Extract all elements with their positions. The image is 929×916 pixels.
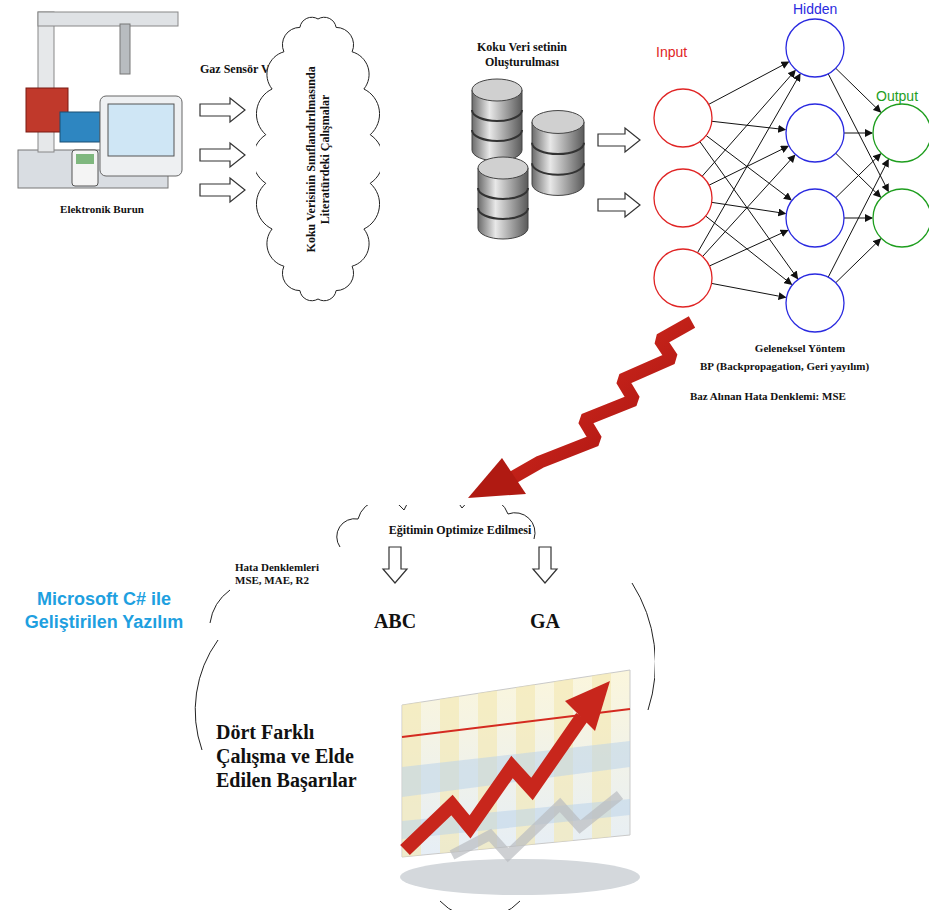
text-label: Hidden (793, 1, 863, 19)
drawing-part (786, 189, 844, 247)
drawing-part (632, 583, 655, 710)
drawing-part (402, 670, 630, 857)
drawing-part (709, 62, 789, 104)
method-name: ABC (355, 609, 435, 633)
drawing-part (873, 189, 929, 247)
drawing-part (478, 208, 528, 219)
drawing-part (702, 71, 795, 177)
drawing-part (706, 216, 792, 284)
drawing-part (256, 17, 380, 301)
drawing-part (598, 128, 640, 152)
drawing-part (478, 157, 528, 239)
drawing-part (532, 143, 584, 154)
drawing-part (200, 143, 245, 167)
drawing-part (703, 155, 795, 256)
drawing-part (786, 274, 844, 332)
text-label: Output (876, 88, 928, 106)
drawing-part (472, 110, 522, 121)
drawing-part (654, 169, 712, 227)
text-label: Microsoft C# ile Geliştirilen Yazılım (18, 588, 190, 633)
drawing-part (709, 146, 788, 185)
drawing-part (468, 458, 526, 498)
drawing-part (200, 178, 245, 202)
drawing-part (533, 547, 557, 583)
drawing-part (210, 590, 230, 623)
drawing-part (532, 111, 584, 134)
drawing-part (598, 193, 640, 217)
cloud-text: Dört Farklı Çalışma ve Elde Edilen Başar… (216, 720, 378, 792)
drawing-part (405, 717, 582, 850)
cloud-text: Koku Verisinin Sınıflandırılmasında Lite… (304, 44, 333, 274)
drawing-part (836, 153, 881, 197)
drawing-part (472, 79, 522, 161)
drawing-part (565, 681, 610, 731)
cloud-region: Eğitimin Optimize EdilmesiHata Denklemle… (190, 505, 655, 910)
drawing-part (472, 130, 522, 141)
drawing-part (712, 121, 785, 129)
drawing-part (60, 112, 100, 142)
drawing-part (200, 98, 245, 122)
drawing-part (786, 19, 844, 77)
drawing-part (478, 157, 528, 179)
drawing-part (711, 283, 785, 297)
drawing-part (836, 68, 881, 112)
drawing-part (873, 104, 929, 162)
text-label: Input (656, 44, 716, 62)
drawing-part (709, 230, 787, 266)
cloud-text: Eğitimin Optimize Edilmesi (360, 523, 560, 537)
drawing-part (532, 111, 584, 196)
drawing-part (120, 24, 130, 74)
text-label: BP (Backpropagation, Geri yayılım) (700, 360, 915, 374)
drawing-part (654, 89, 712, 147)
drawing-part (786, 104, 844, 162)
drawing-part (512, 322, 692, 478)
cloud-node: Koku Verisinin Sınıflandırılmasında Lite… (256, 10, 380, 308)
drawing-part (836, 154, 881, 198)
drawing-part (76, 154, 94, 164)
drawing-part (697, 74, 800, 253)
drawing-part (38, 12, 178, 26)
drawing-part (100, 96, 182, 176)
drawing-part (72, 150, 98, 186)
drawing-part (478, 188, 528, 199)
drawing-part (18, 12, 182, 188)
drawing-part (400, 859, 640, 895)
drawing-part (472, 79, 522, 101)
drawing-part (532, 163, 584, 174)
text-label: Baz Alınan Hata Denklemi: MSE (690, 390, 910, 404)
drawing-part (654, 249, 712, 307)
drawing-part (844, 133, 872, 134)
drawing-part (108, 104, 174, 156)
drawing-part (836, 239, 881, 283)
drawing-part (440, 901, 520, 910)
drawing-part (383, 547, 407, 583)
drawing-part (195, 640, 218, 750)
text-label: Geleneksel Yöntem (735, 342, 865, 356)
text-label: Koku Veri setinin Oluşturulması (452, 40, 592, 70)
cloud-text: Hata Denklemleri MSE, MAE, R2 (235, 561, 347, 587)
drawing-part (452, 795, 620, 855)
method-name: GA (512, 609, 578, 633)
text-label: Elektronik Burun (42, 203, 162, 217)
